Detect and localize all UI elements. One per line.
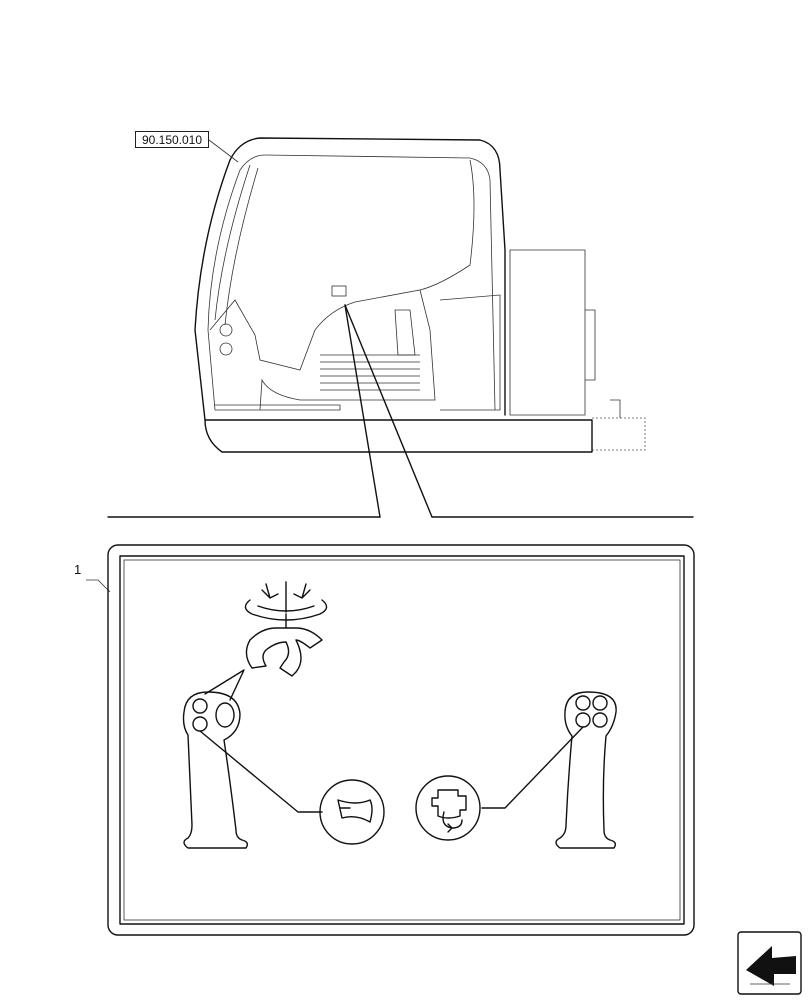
right-joystick [555,691,617,849]
next-page-arrow-icon[interactable] [737,931,802,995]
horn-leader [199,730,323,813]
reference-leader [208,139,239,163]
zoom-callout-lines [107,304,694,518]
cab-illustration [194,137,646,453]
engine-start-icon [415,775,481,841]
control-decal [107,544,695,936]
tilt-bucket-icon [245,613,323,677]
reference-label: 90.150.010 [135,131,209,148]
engine-start-leader [481,726,584,809]
horn-icon [319,779,385,845]
left-joystick [182,669,249,849]
callout-number: 1 [74,562,82,577]
callout-leader [86,579,111,593]
